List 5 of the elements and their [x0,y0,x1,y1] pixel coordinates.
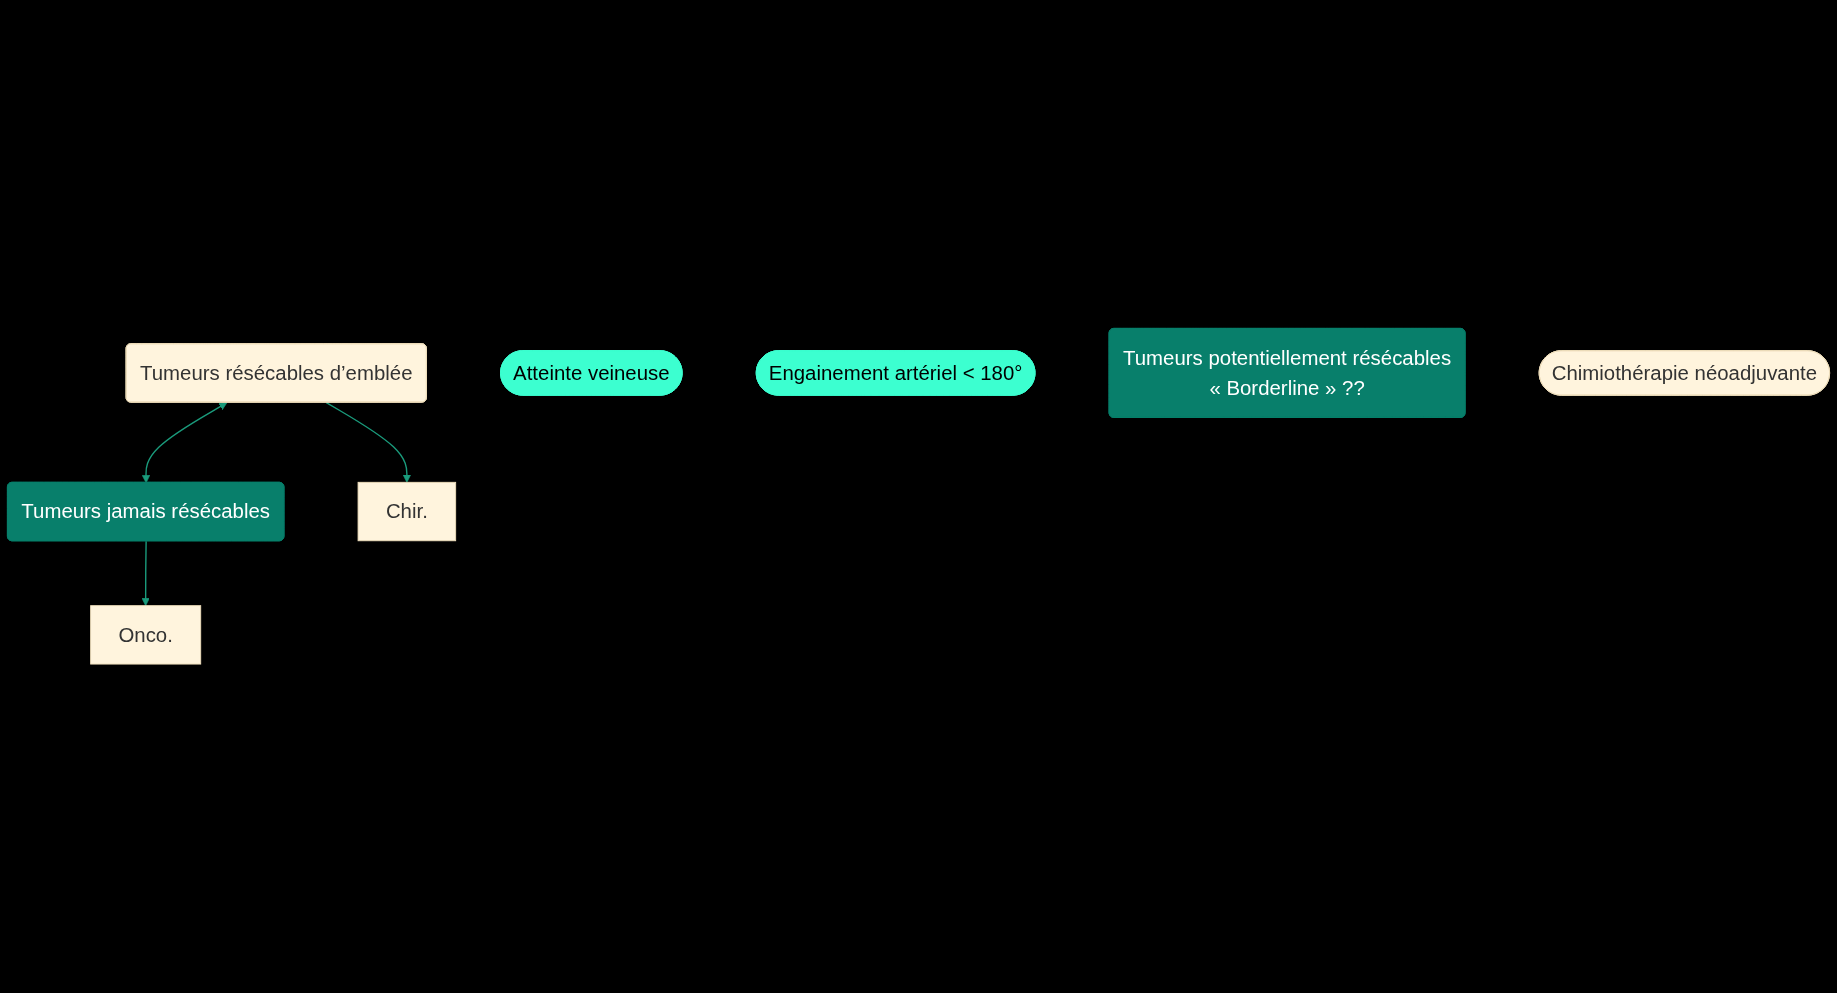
arrow [141,540,150,607]
arrow [325,402,411,483]
node-box: Onco. [90,605,202,665]
node-box: Chir. [357,482,457,542]
arrow [141,402,228,484]
